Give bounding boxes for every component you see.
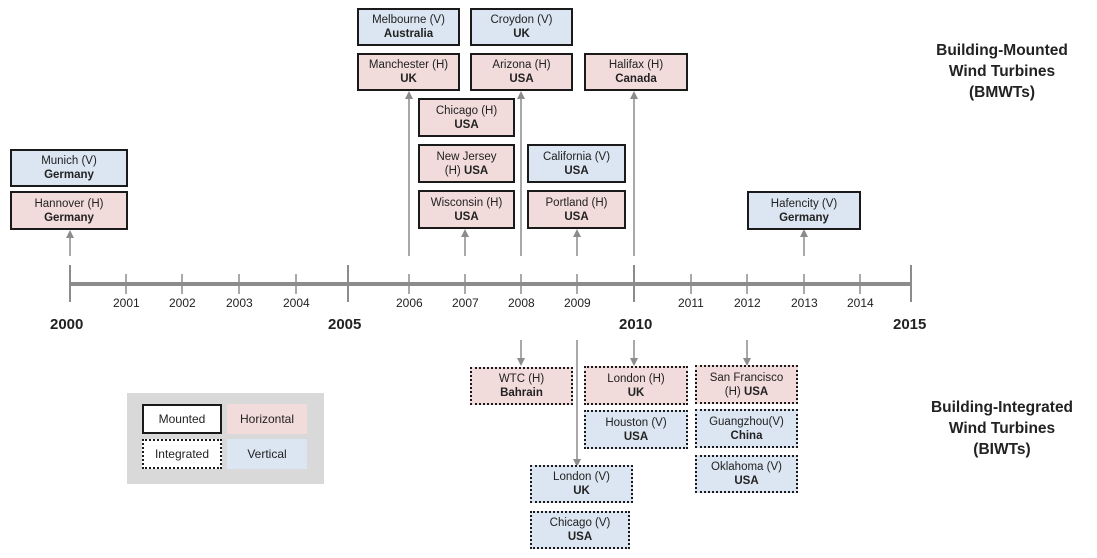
- legend-mounted: Mounted: [142, 404, 222, 434]
- year-label-major: 2010: [619, 316, 653, 333]
- turbine-country: UK: [400, 73, 417, 85]
- legend-vertical: Vertical: [227, 439, 307, 469]
- turbine-country: USA: [743, 385, 769, 398]
- turbine-country: USA: [564, 210, 589, 223]
- turbine-box: New Jersey (H) USA: [418, 144, 515, 183]
- turbine-box: Chicago (H) USA: [418, 98, 515, 137]
- turbine-location: Portland (H): [545, 196, 608, 209]
- turbine-country: Canada: [615, 73, 657, 85]
- turbine-location: Guangzhou(V): [709, 415, 784, 428]
- turbine-box: Croydon (V) UK: [470, 8, 573, 46]
- turbine-location: Halifax (H): [608, 59, 664, 71]
- year-label-minor: 2009: [564, 296, 591, 310]
- turbine-location: Arizona (H): [492, 59, 551, 71]
- turbine-country: UK: [513, 28, 530, 40]
- turbine-country: USA: [567, 531, 593, 543]
- turbine-box: London (H) UK: [584, 366, 688, 405]
- year-label-minor: 2011: [678, 296, 704, 310]
- turbine-country: USA: [623, 430, 649, 443]
- year-label-minor: 2002: [169, 296, 196, 310]
- turbine-location: Wisconsin (H): [430, 196, 503, 209]
- turbine-country: Australia: [383, 28, 434, 40]
- turbine-country: USA: [454, 210, 479, 223]
- year-label-minor: 2001: [113, 296, 140, 310]
- turbine-box: London (V) UK: [530, 465, 633, 503]
- turbine-location: Hafencity (V): [770, 197, 838, 210]
- turbine-box: Melbourne (V) Australia: [357, 8, 460, 46]
- year-label-minor: 2012: [734, 296, 761, 310]
- turbine-country: USA: [454, 118, 479, 131]
- turbine-location: Houston (V): [605, 416, 667, 429]
- turbine-country: UK: [627, 386, 645, 399]
- heading-line: Building-Mounted: [936, 42, 1068, 59]
- turbine-location: Oklahoma (V): [711, 461, 782, 473]
- turbine-country: USA: [734, 475, 759, 487]
- turbine-box: WTC (H) Bahrain: [470, 367, 573, 405]
- turbine-location: Chicago (H): [435, 104, 498, 117]
- turbine-box: Chicago (V) USA: [530, 511, 630, 549]
- year-label-minor: 2008: [508, 296, 535, 310]
- year-label-minor: 2007: [452, 296, 479, 310]
- year-label-minor: 2013: [791, 296, 818, 310]
- year-label-major: 2015: [893, 316, 927, 333]
- turbine-country: Bahrain: [500, 387, 543, 399]
- turbine-box: Houston (V) USA: [584, 410, 688, 449]
- turbine-location: New Jersey: [436, 150, 497, 163]
- legend-integrated: Integrated: [142, 439, 222, 469]
- turbine-location: London (V): [553, 471, 610, 483]
- year-label-minor: 2006: [396, 296, 423, 310]
- turbine-type: (H): [444, 164, 461, 177]
- turbine-country: USA: [509, 73, 534, 85]
- heading-line: Building-Integrated: [930, 399, 1074, 416]
- turbine-box: Oklahoma (V) USA: [695, 455, 798, 493]
- heading-line: (BMWTs): [969, 84, 1035, 101]
- turbine-country: UK: [573, 485, 590, 497]
- turbine-location: California (V): [542, 150, 611, 163]
- heading-line: Wind Turbines: [948, 420, 1056, 437]
- legend: Mounted Horizontal Integrated Vertical: [127, 393, 324, 484]
- turbine-box: San Francisco (H) USA: [695, 365, 798, 404]
- year-label-major: 2005: [328, 316, 362, 333]
- turbine-box: California (V) USA: [527, 144, 626, 183]
- year-label-minor: 2014: [847, 296, 874, 310]
- turbine-country: USA: [463, 164, 489, 177]
- heading-line: Wind Turbines: [948, 63, 1056, 80]
- turbine-location: Chicago (V): [549, 517, 611, 529]
- year-label-minor: 2003: [226, 296, 253, 310]
- turbine-location: San Francisco: [709, 371, 784, 384]
- turbine-box: Guangzhou(V) China: [695, 409, 798, 448]
- turbine-location: Munich (V): [41, 155, 97, 167]
- turbine-box: Halifax (H) Canada: [584, 53, 688, 91]
- turbine-box: Hafencity (V) Germany: [747, 191, 861, 230]
- turbine-box: Portland (H) USA: [527, 190, 626, 229]
- turbine-box: Arizona (H) USA: [470, 53, 573, 91]
- legend-horizontal: Horizontal: [227, 404, 307, 434]
- heading-line: (BIWTs): [973, 441, 1031, 458]
- turbine-line2: (H) USA: [725, 385, 768, 399]
- turbine-location: London (H): [607, 372, 665, 385]
- turbine-country: USA: [564, 164, 589, 177]
- turbine-location: Croydon (V): [490, 14, 553, 26]
- turbine-country: Germany: [44, 169, 94, 181]
- turbine-type: (H): [724, 385, 741, 398]
- turbine-box: Wisconsin (H) USA: [418, 190, 515, 229]
- year-label-minor: 2004: [283, 296, 310, 310]
- turbine-location: Hannover (H): [34, 197, 104, 210]
- turbine-location: Melbourne (V): [372, 14, 445, 26]
- turbine-country: Germany: [779, 211, 829, 224]
- turbine-location: WTC (H): [498, 373, 545, 385]
- turbine-country: China: [730, 429, 763, 442]
- heading-bmwt: Building-Mounted Wind Turbines (BMWTs): [912, 40, 1092, 103]
- turbine-country: Germany: [44, 211, 94, 224]
- turbine-box: Munich (V) Germany: [10, 149, 128, 187]
- turbine-location: Manchester (H): [368, 59, 449, 71]
- turbine-line2: (H) USA: [445, 164, 488, 178]
- turbine-box: Manchester (H) UK: [357, 53, 460, 91]
- heading-biwt: Building-Integrated Wind Turbines (BIWTs…: [910, 397, 1094, 460]
- turbine-box: Hannover (H) Germany: [10, 191, 128, 230]
- year-label-major: 2000: [50, 316, 84, 333]
